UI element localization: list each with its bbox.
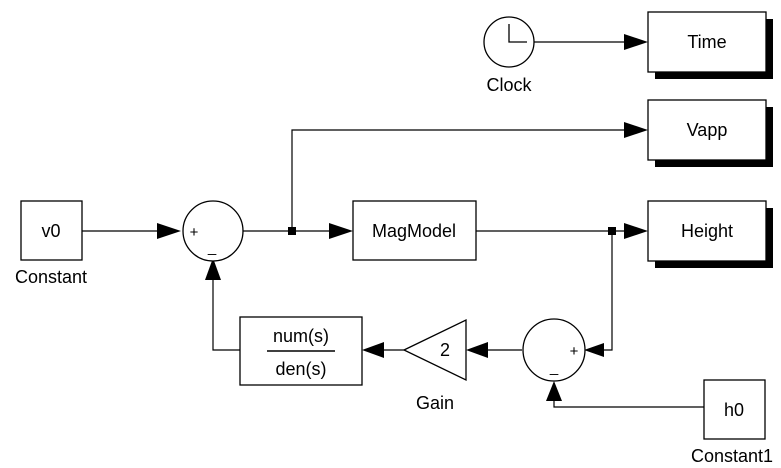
vapp-block xyxy=(647,99,767,161)
magmodel-box xyxy=(352,200,477,261)
clock-hands xyxy=(508,24,527,43)
constant-label: Constant xyxy=(15,267,87,287)
height-block xyxy=(647,200,767,262)
arrow-right xyxy=(329,223,353,239)
gain-value: 2 xyxy=(440,340,450,360)
time-block xyxy=(647,11,767,73)
arrow-right xyxy=(624,122,648,138)
sum-bottom-minus: _ xyxy=(549,359,559,376)
arrow-right xyxy=(624,223,648,239)
gain-block[interactable]: 2 Gain xyxy=(402,318,467,413)
time-scope[interactable]: Time xyxy=(647,11,773,79)
clock-block[interactable]: Clock xyxy=(483,16,535,95)
vapp-label: Vapp xyxy=(687,120,728,140)
constant1-label: Constant1 xyxy=(691,446,773,466)
sum-top-minus: _ xyxy=(207,239,217,256)
constant-value: v0 xyxy=(41,221,60,241)
arrow-left xyxy=(362,342,384,358)
sum-top-block[interactable]: + _ xyxy=(182,200,244,262)
branch-point xyxy=(288,227,296,235)
height-label: Height xyxy=(681,221,733,241)
sum-bottom-block[interactable]: + _ xyxy=(522,318,586,382)
sum-top-plus: + xyxy=(190,224,199,241)
arrow-left xyxy=(466,342,488,358)
branch-point xyxy=(608,227,616,235)
constant-block[interactable]: v0 Constant xyxy=(15,200,87,287)
constant1-value: h0 xyxy=(724,400,744,420)
clock-label: Clock xyxy=(486,75,532,95)
arrow-up xyxy=(546,381,562,401)
gain-triangle xyxy=(402,318,467,382)
magmodel-label: MagModel xyxy=(372,221,456,241)
gain-label: Gain xyxy=(416,393,454,413)
sum-bottom-plus: + xyxy=(570,343,579,360)
sum-bottom-circle xyxy=(522,318,586,382)
constant-box xyxy=(20,200,83,261)
wire-branch-vapp xyxy=(291,129,626,231)
height-scope[interactable]: Height xyxy=(647,200,773,268)
arrow-up xyxy=(205,258,221,280)
wire-branch-feedback xyxy=(588,231,613,351)
vapp-scope[interactable]: Vapp xyxy=(647,99,773,167)
magmodel-block[interactable]: MagModel xyxy=(352,200,477,261)
arrow-left xyxy=(584,343,604,357)
wire-tf-sum xyxy=(212,278,240,351)
transfer-fcn-denominator: den(s) xyxy=(275,359,326,379)
wire-constant1-sum xyxy=(553,398,704,408)
time-label: Time xyxy=(687,32,726,52)
arrow-right xyxy=(157,223,181,239)
constant1-box xyxy=(703,379,766,440)
transfer-fcn-numerator: num(s) xyxy=(273,326,329,346)
arrow-right xyxy=(624,34,648,50)
sum-top-circle xyxy=(182,200,244,262)
constant1-block[interactable]: h0 Constant1 xyxy=(691,379,773,466)
arrowheads xyxy=(157,34,648,401)
transfer-fcn-block[interactable]: num(s) den(s) xyxy=(239,316,363,386)
